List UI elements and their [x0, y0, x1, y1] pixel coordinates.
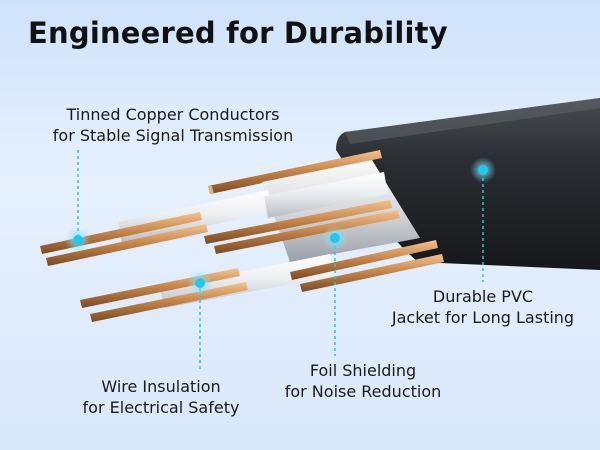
callout-pvc: Durable PVC Jacket for Long Lasting [374, 286, 592, 328]
callout-wire-line1: Wire Insulation [101, 377, 221, 396]
callout-copper-line1: Tinned Copper Conductors [66, 105, 280, 124]
callout-wire: Wire Insulation for Electrical Safety [66, 376, 256, 418]
callout-foil: Foil Shielding for Noise Reduction [268, 360, 458, 402]
upper-conductors [208, 150, 382, 194]
callout-pvc-line2: Jacket for Long Lasting [391, 308, 575, 327]
callout-foil-line1: Foil Shielding [309, 361, 417, 380]
callout-foil-line2: for Noise Reduction [284, 382, 442, 401]
copper-conductors [40, 200, 444, 322]
callout-copper: Tinned Copper Conductors for Stable Sign… [40, 104, 306, 146]
callout-pvc-line1: Durable PVC [432, 287, 534, 306]
callout-dots [65, 157, 496, 296]
callout-copper-line2: for Stable Signal Transmission [52, 126, 294, 145]
callout-leaders [77, 150, 484, 370]
callout-wire-line2: for Electrical Safety [82, 398, 240, 417]
page-title: Engineered for Durability [28, 16, 448, 50]
